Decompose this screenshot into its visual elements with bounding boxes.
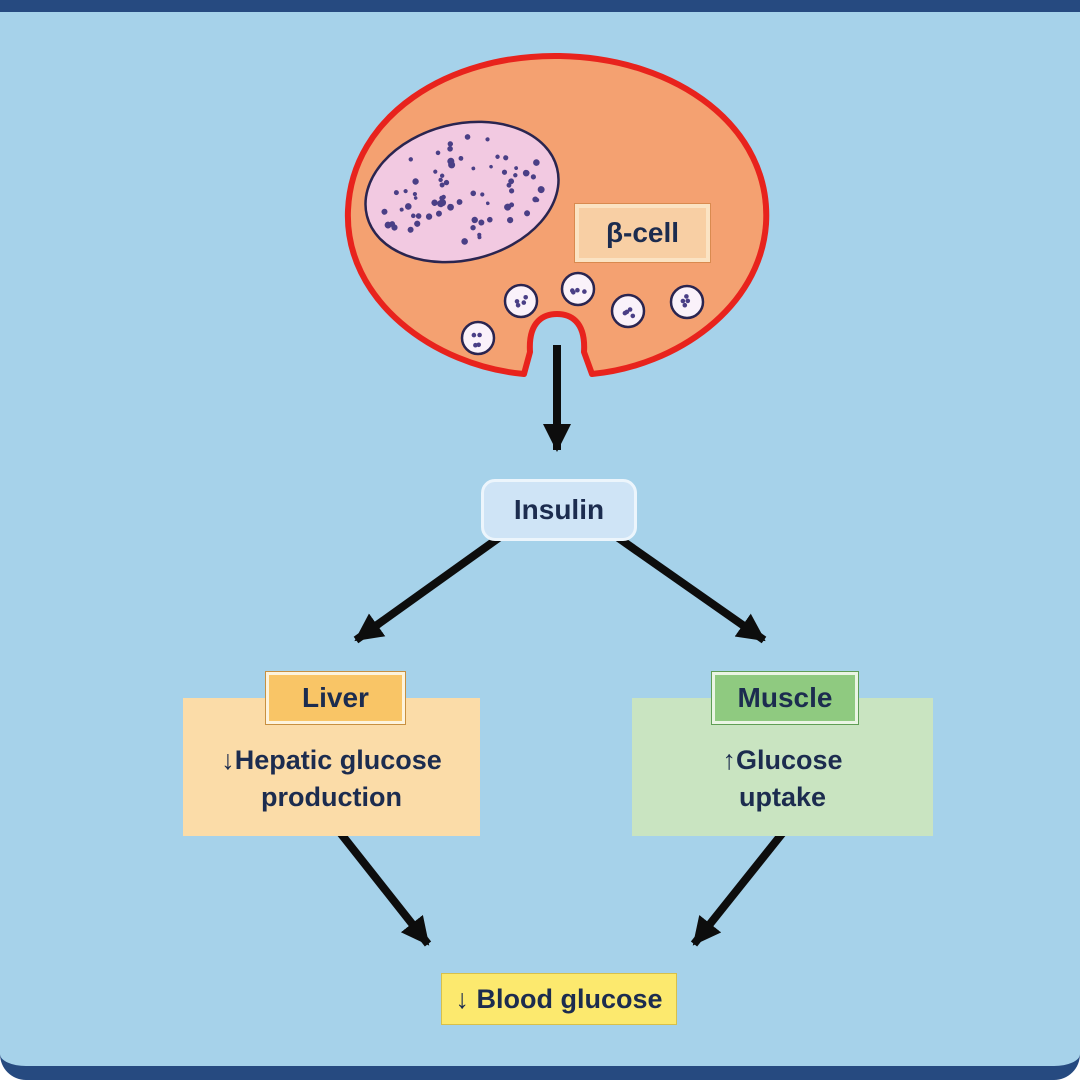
arrow-insulin-to-muscle [614,533,767,644]
beta-cell-label-text: β-cell [605,217,680,248]
insulin-node: Insulin [481,479,637,541]
nucleus-speckles [381,134,545,245]
liver-effect-line2: production [261,782,402,812]
blood-glucose-outcome-box: ↓ Blood glucose [441,973,677,1025]
muscle-effect-line2: uptake [738,782,827,812]
beta-cell-label: β-cell [574,203,711,263]
muscle-title-text: Muscle [737,682,833,713]
beta-cell-illustration [344,52,770,377]
arrow-insulin-to-liver [353,533,503,644]
arrow-muscle-to-outcome [690,827,789,947]
liver-title-box: Liver [265,671,406,725]
liver-title-text: Liver [302,682,369,713]
arrow-liver-to-outcome [334,827,432,947]
muscle-effect-line1: ↑Glucose [722,745,843,775]
flow-arrows [334,345,789,947]
insulin-vesicles [460,271,705,356]
blood-glucose-text: ↓ Blood glucose [455,983,663,1014]
insulin-label-text: Insulin [513,494,605,525]
liver-effect-line1: ↓Hepatic glucose [221,745,442,775]
liver-effect-box: ↓Hepatic glucose production [183,698,480,836]
muscle-title-box: Muscle [711,671,859,725]
nucleus [364,120,560,264]
